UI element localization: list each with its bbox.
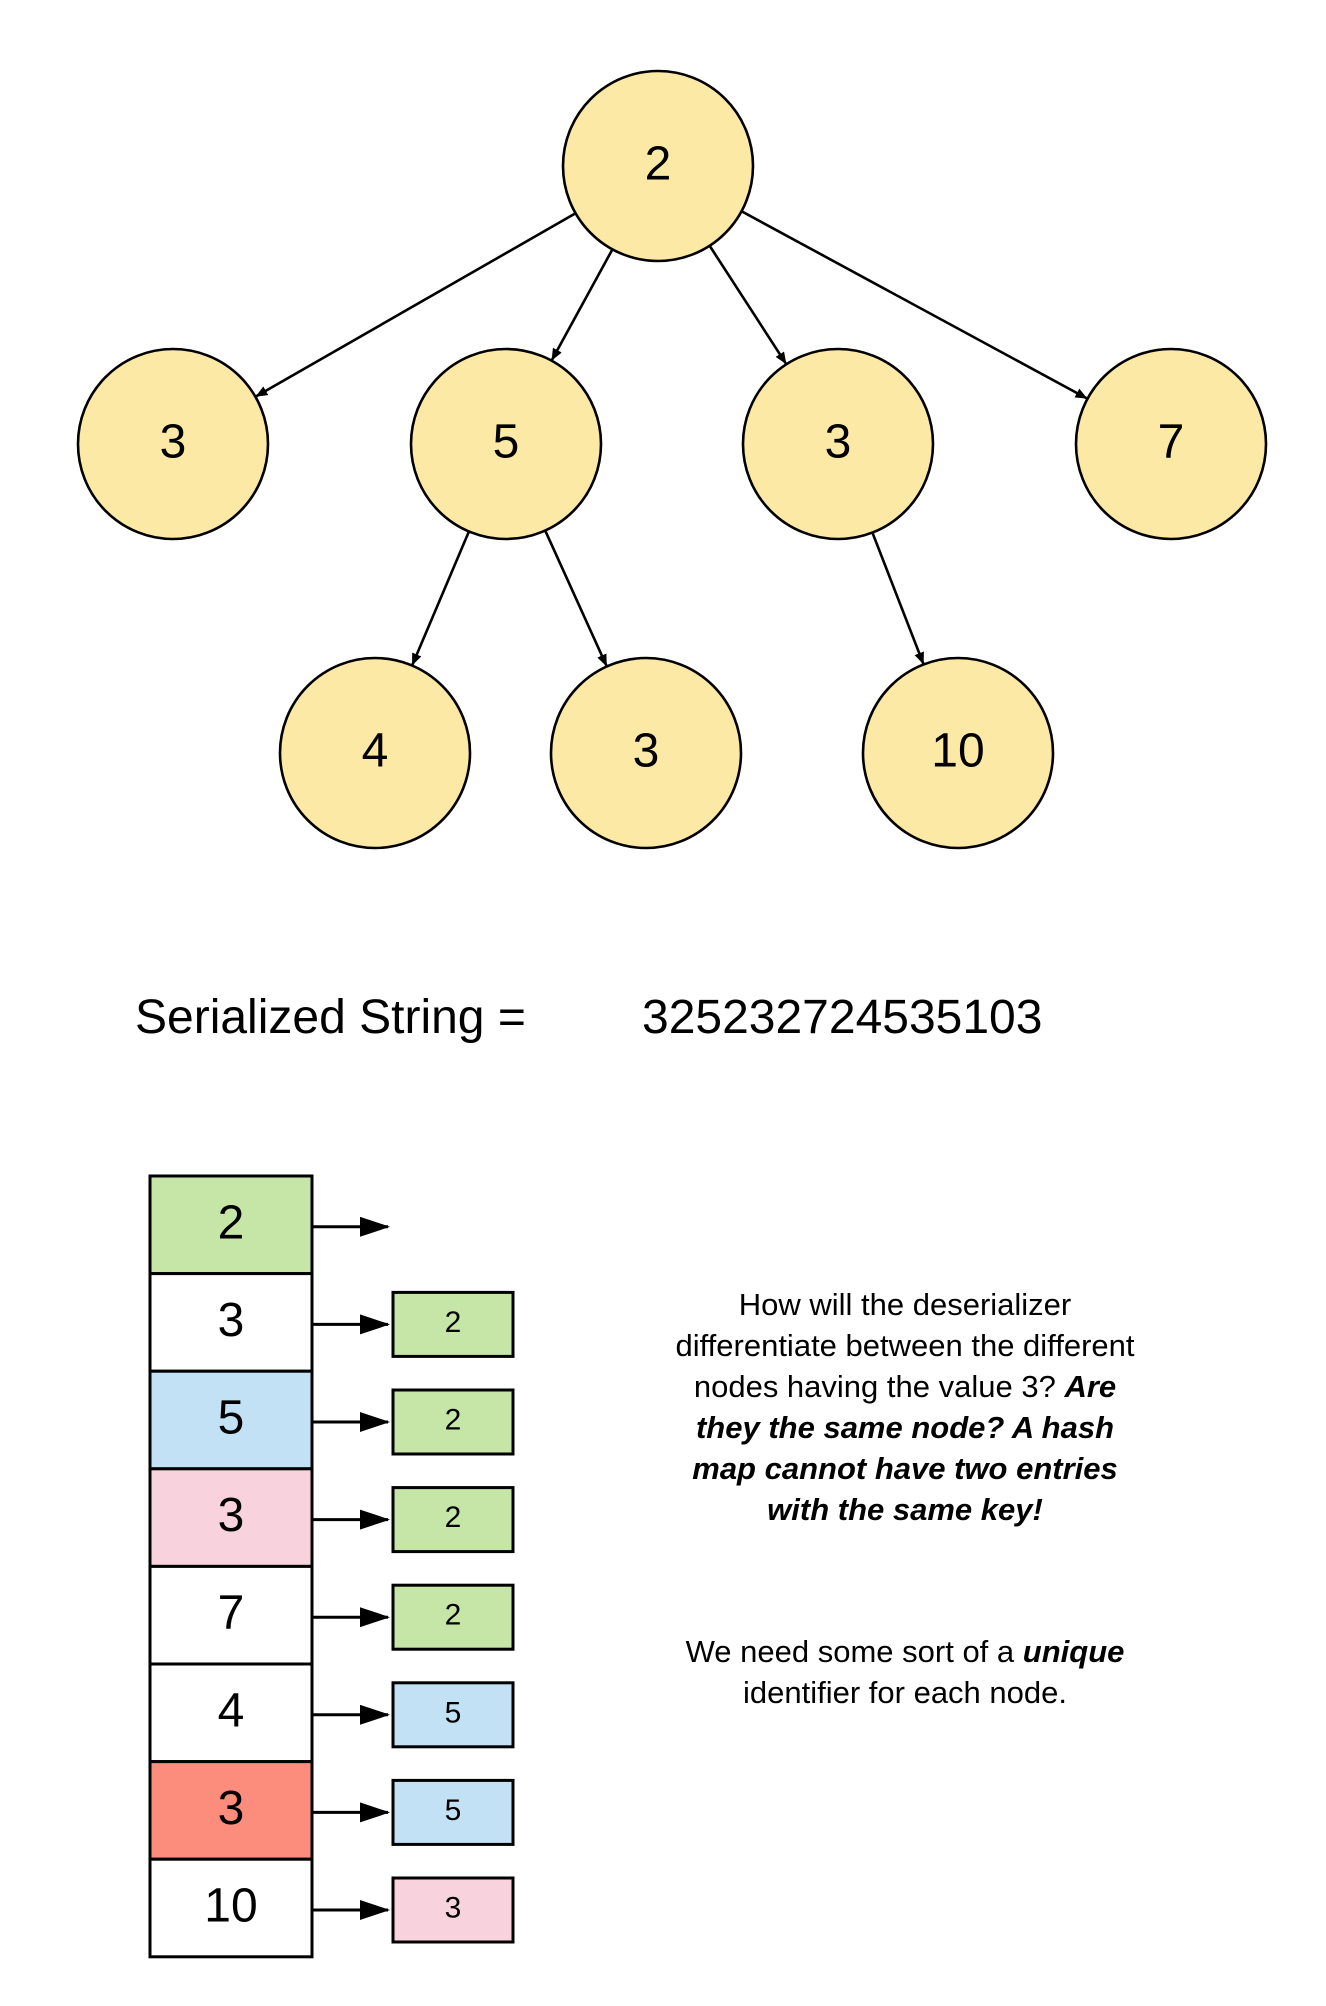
note2-after-text: identifier for each node. — [743, 1675, 1067, 1710]
hash-map-key-label: 10 — [204, 1880, 257, 1933]
hash-map-key-label: 3 — [218, 1294, 245, 1347]
deserializer-question-note: How will the deserializer differentiate … — [670, 1284, 1140, 1530]
tree-node-label: 7 — [1158, 416, 1185, 469]
tree-edge-arrow — [411, 530, 471, 666]
tree-nodes: 2 3 5 3 7 4 3 10 — [76, 69, 1268, 850]
tree-node: 5 — [409, 347, 603, 541]
tree-node-circle — [861, 656, 1055, 850]
note-emphasis-text: Are they the same node? A hash map canno… — [692, 1369, 1118, 1527]
hash-map-value-cell — [391, 1388, 515, 1456]
hash-map-value-label: 2 — [445, 1599, 462, 1632]
tree-node-circle — [1074, 347, 1268, 541]
note2-before-text: We need some sort of a — [685, 1634, 1015, 1669]
tree-node: 10 — [861, 656, 1055, 850]
hash-map-key-cell — [148, 1467, 314, 1568]
tree-node-label: 3 — [825, 416, 852, 469]
hash-map-key-label: 3 — [218, 1489, 245, 1542]
serialized-string-value: 325232724535103 — [642, 991, 1043, 1044]
tree-edge-arrow — [708, 245, 787, 365]
hash-map-key-cell — [148, 1272, 314, 1373]
hash-map-value-cell — [391, 1290, 515, 1358]
hash-map-key-label: 3 — [218, 1782, 245, 1835]
hash-map-key-cell — [148, 1760, 314, 1861]
hash-map-value-cell — [391, 1681, 515, 1749]
tree-node-label: 3 — [160, 416, 187, 469]
hash-map-value-label: 2 — [445, 1501, 462, 1534]
tree-node-circle — [409, 347, 603, 541]
tree-node-circle — [76, 347, 270, 541]
hash-map-value-label: 2 — [445, 1306, 462, 1339]
hash-map-value-label: 5 — [445, 1696, 462, 1729]
tree-edge-arrow — [255, 212, 577, 398]
tree-node-circle — [741, 347, 935, 541]
hash-map-value-cell — [391, 1778, 515, 1846]
hash-map-value-label: 5 — [445, 1794, 462, 1827]
tree-edges — [255, 210, 1088, 667]
tree-diagram: 2 3 5 3 7 4 3 10 — [76, 69, 1268, 850]
note2-unique-text: unique — [1022, 1634, 1125, 1669]
tree-edge-arrow — [550, 248, 614, 361]
tree-node-circle — [278, 656, 472, 850]
hash-map-key-cell — [148, 1564, 314, 1666]
tree-node: 4 — [278, 656, 472, 850]
hash-map-value-cell — [391, 1486, 515, 1554]
hash-map-value-label: 2 — [445, 1404, 462, 1437]
tree-node-label: 3 — [633, 725, 660, 778]
hash-map-key-label: 5 — [218, 1392, 245, 1445]
tree-node: 2 — [561, 69, 755, 263]
hash-map-value-label: 3 — [445, 1892, 462, 1925]
hash-map-key-label: 4 — [218, 1684, 245, 1737]
tree-edge-arrow — [871, 532, 925, 665]
tree-edge-arrow — [740, 210, 1088, 400]
tree-edge-arrow — [544, 529, 608, 667]
serialized-string-label: Serialized String = — [135, 991, 526, 1044]
tree-node-label: 5 — [493, 416, 520, 469]
unique-identifier-note: We need some sort of a unique identifier… — [670, 1631, 1140, 1713]
tree-node-label: 10 — [931, 725, 984, 778]
hash-map-key-cell — [148, 1662, 314, 1764]
note-question-text: How will the deserializer differentiate … — [675, 1287, 1135, 1404]
tree-node: 7 — [1074, 347, 1268, 541]
hash-map-key-label: 2 — [218, 1196, 245, 1249]
hash-map-value-cell — [391, 1876, 515, 1944]
tree-node-label: 4 — [362, 725, 389, 778]
hash-map-value-cell — [391, 1583, 515, 1651]
tree-node-circle — [561, 69, 755, 263]
tree-node: 3 — [549, 656, 743, 850]
hash-map-row: 10 3 — [148, 1857, 515, 1959]
tree-node: 3 — [741, 347, 935, 541]
tree-node-circle — [549, 656, 743, 850]
hash-map-key-label: 7 — [218, 1587, 245, 1640]
serialized-string-row: Serialized String = 325232724535103 — [0, 990, 1326, 1050]
tree-node-label: 2 — [645, 138, 672, 191]
hash-map-key-cell — [148, 1857, 314, 1959]
tree-node: 3 — [76, 347, 270, 541]
hash-map-row: 2 — [148, 1174, 390, 1276]
